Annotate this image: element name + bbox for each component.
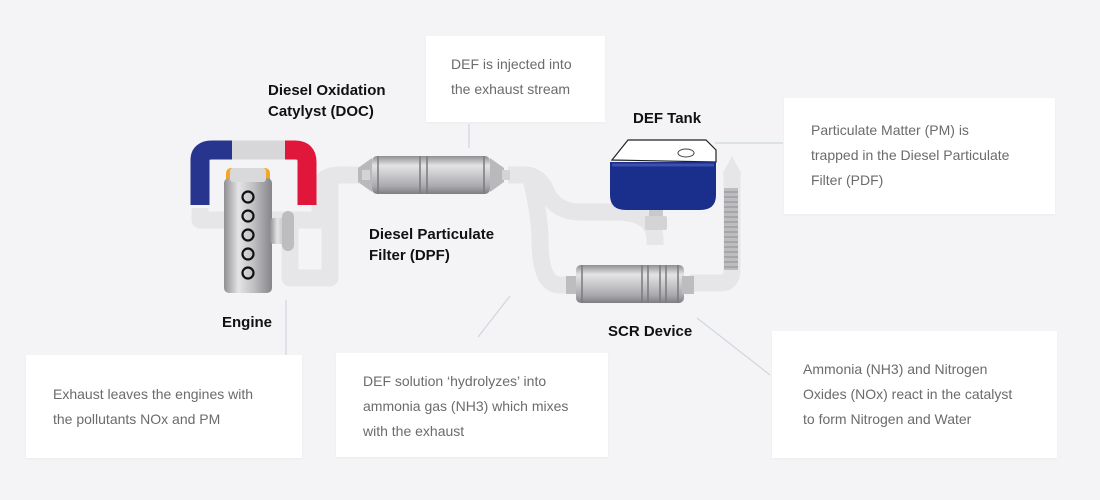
note-ammonia-react: Ammonia (NH3) and Nitrogen Oxides (NOx) … xyxy=(772,331,1057,458)
tailpipe-ribs xyxy=(724,188,738,270)
note-exhaust-leaves: Exhaust leaves the engines with the poll… xyxy=(26,355,302,458)
pipe-to-scr xyxy=(521,172,575,294)
label-engine: Engine xyxy=(222,314,273,331)
label-doc: Diesel Oxidation Catylyst (DOC) xyxy=(268,82,386,120)
label-dpf: Diesel Particulate Filter (DPF) xyxy=(369,226,495,264)
pipe-scr-outlet xyxy=(690,175,741,292)
engine-block xyxy=(224,168,294,293)
note-pm-trapped: Particulate Matter (PM) is trapped in th… xyxy=(784,98,1055,214)
doc-dpf-canister xyxy=(358,156,510,194)
note-def-injected: DEF is injected into the exhaust stream xyxy=(426,36,605,122)
label-def-tank: DEF Tank xyxy=(633,110,702,127)
label-scr-device: SCR Device xyxy=(608,323,693,340)
note-hydrolyzes: DEF solution ‘hydrolyzes’ into ammonia g… xyxy=(336,353,608,457)
connector-hydrolyzes xyxy=(477,295,511,338)
connector-lines xyxy=(285,124,783,376)
def-tank xyxy=(610,139,717,230)
exhaust-outlet-tip xyxy=(722,156,742,175)
engine-manifold xyxy=(190,140,317,205)
scr-canister xyxy=(566,265,694,303)
connector-ammonia xyxy=(696,317,771,376)
